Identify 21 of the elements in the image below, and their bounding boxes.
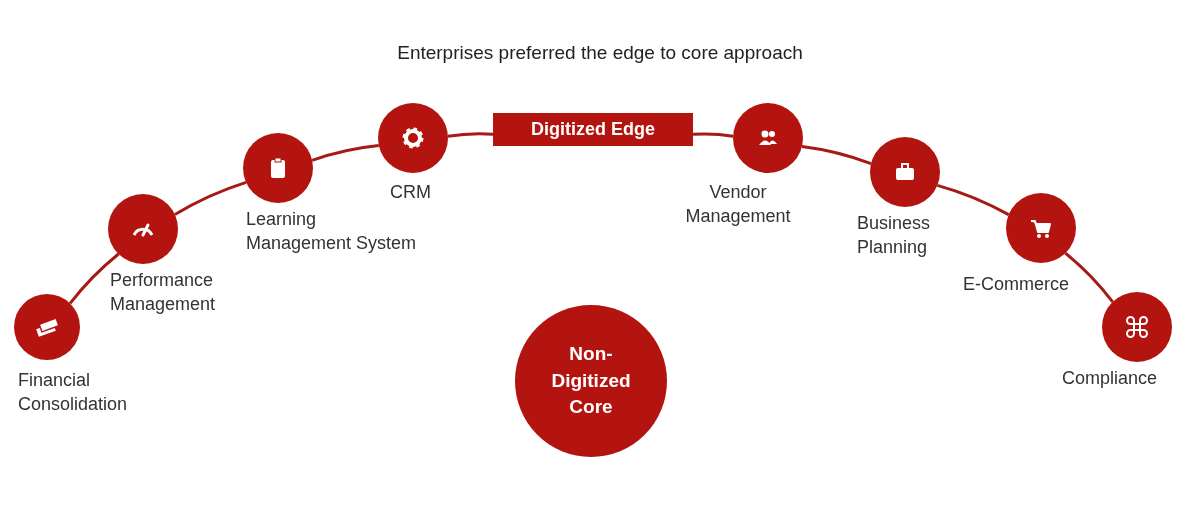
core-circle: Non-Digitized Core — [515, 305, 667, 457]
diagram-title: Enterprises preferred the edge to core approach — [396, 42, 804, 64]
icon-circle — [1006, 193, 1076, 263]
node-label: Financial Consolidation — [18, 369, 129, 416]
icon-circle — [108, 194, 178, 264]
connector-line — [692, 132, 734, 138]
node-label: Performance Management — [110, 269, 217, 316]
connector-line — [174, 181, 247, 216]
connector-line — [936, 183, 1010, 216]
connector-line — [311, 144, 379, 162]
node-label: CRM — [390, 181, 432, 204]
connector-line — [1064, 251, 1114, 303]
node-label: Vendor Management — [684, 181, 792, 228]
connector-line — [68, 252, 120, 305]
connector-line — [447, 132, 494, 138]
connector-line — [801, 144, 872, 165]
node-label: E-Commerce — [963, 273, 1070, 296]
label-banner: Digitized Edge — [493, 113, 693, 146]
node-label: Business Planning — [857, 212, 932, 259]
node-label: Learning Management System — [246, 208, 418, 255]
node-label: Compliance — [1062, 367, 1159, 390]
